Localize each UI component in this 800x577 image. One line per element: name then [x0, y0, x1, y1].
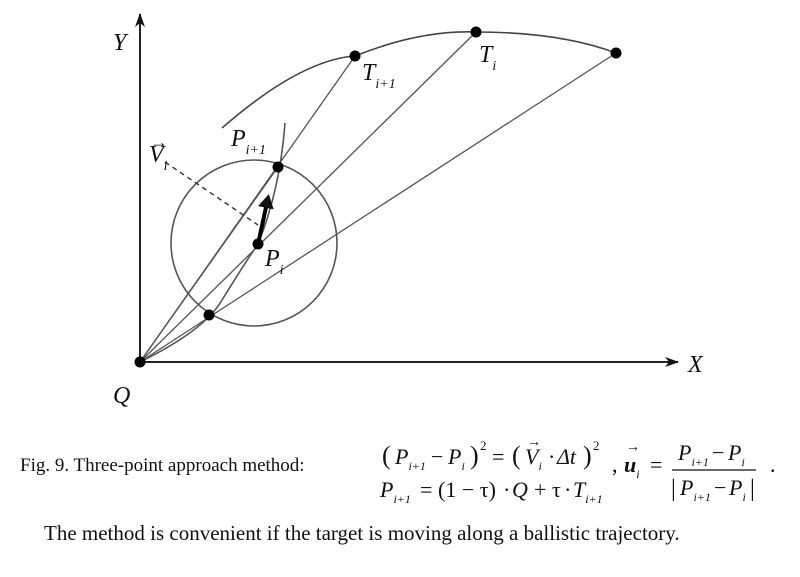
- svg-text:2: 2: [480, 438, 487, 453]
- origin-label: Q: [113, 383, 130, 409]
- svg-text:(: (: [512, 441, 521, 470]
- svg-text:Pi+1: Pi+1: [679, 475, 711, 504]
- label-t-cur: Ti: [479, 42, 496, 74]
- svg-text:·: ·: [548, 444, 555, 469]
- svg-text:·: ·: [564, 477, 571, 502]
- point-t-cur: [470, 26, 482, 38]
- line-q-to-t-cur: [139, 31, 477, 363]
- svg-text:ui: ui: [624, 452, 640, 481]
- target-trajectory: [221, 31, 617, 129]
- svg-text:|: |: [750, 476, 755, 502]
- caption-comma: ,: [612, 452, 618, 477]
- svg-text:): ): [583, 441, 592, 470]
- velocity-dashed-line: [164, 161, 259, 226]
- svg-text:−: −: [714, 475, 726, 500]
- svg-text:Q: Q: [512, 477, 528, 502]
- label-velocity-arrow: →: [150, 132, 168, 152]
- label-t-next: Ti+1: [362, 60, 396, 92]
- eq1-minus: −: [431, 444, 443, 469]
- svg-text:τ: τ: [552, 477, 561, 502]
- svg-text:Pi+1: Pi+1: [677, 440, 709, 469]
- label-velocity: Vi: [149, 142, 168, 174]
- eq1-lhs-open: (: [382, 441, 391, 470]
- equation-1: ( Pi+1 − Pi ) 2 = ( → Vi · Δt ) 2: [382, 435, 600, 473]
- svg-text:=: =: [492, 444, 504, 469]
- low-intersection-point: [203, 309, 215, 321]
- missile-trajectory: [139, 122, 286, 363]
- svg-text:Δt: Δt: [556, 444, 577, 469]
- approach-circle: [170, 159, 338, 327]
- origin-point: [134, 356, 146, 368]
- svg-text:·: ·: [503, 477, 510, 502]
- point-p-next: [272, 161, 284, 173]
- svg-text:Pi: Pi: [727, 440, 745, 469]
- svg-text:): ): [470, 441, 479, 470]
- point-t-far: [610, 47, 622, 59]
- svg-text:+: +: [534, 477, 546, 502]
- svg-text:Ti+1: Ti+1: [573, 477, 603, 506]
- x-axis-label: X: [687, 352, 704, 378]
- svg-text:Pi: Pi: [447, 444, 465, 473]
- point-t-next: [349, 50, 361, 62]
- svg-text:→: →: [626, 440, 640, 455]
- point-p-cur: [252, 238, 264, 250]
- line-q-to-p-next: [139, 166, 279, 363]
- velocity-arrow: [256, 194, 274, 245]
- unit-vector-equation: → ui = Pi+1 − Pi | Pi+1 − Pi |: [624, 440, 756, 504]
- svg-text:(1 − τ): (1 − τ): [438, 477, 496, 502]
- svg-text:→: →: [527, 435, 541, 450]
- equation-2: Pi+1 = (1 − τ) · Q + τ · Ti+1: [379, 477, 603, 506]
- svg-text:Pi+1: Pi+1: [394, 444, 426, 473]
- svg-text:Pi+1: Pi+1: [379, 477, 411, 506]
- svg-text:=: =: [420, 477, 432, 502]
- label-p-cur: Pi: [264, 246, 284, 278]
- svg-text:=: =: [650, 452, 662, 477]
- line-q-to-t-far: [139, 52, 617, 363]
- svg-text:Vi: Vi: [525, 444, 542, 473]
- y-axis-label: Y: [113, 30, 129, 56]
- svg-text:−: −: [712, 440, 724, 465]
- svg-text:|: |: [671, 476, 676, 502]
- caption-prefix: Fig. 9. Three-point approach method:: [20, 455, 305, 476]
- footer-text: The method is convenient if the target i…: [44, 521, 680, 545]
- svg-text:2: 2: [593, 438, 600, 453]
- label-p-next: Pi+1: [230, 126, 266, 158]
- svg-text:Pi: Pi: [728, 475, 746, 504]
- caption-period: .: [770, 452, 776, 477]
